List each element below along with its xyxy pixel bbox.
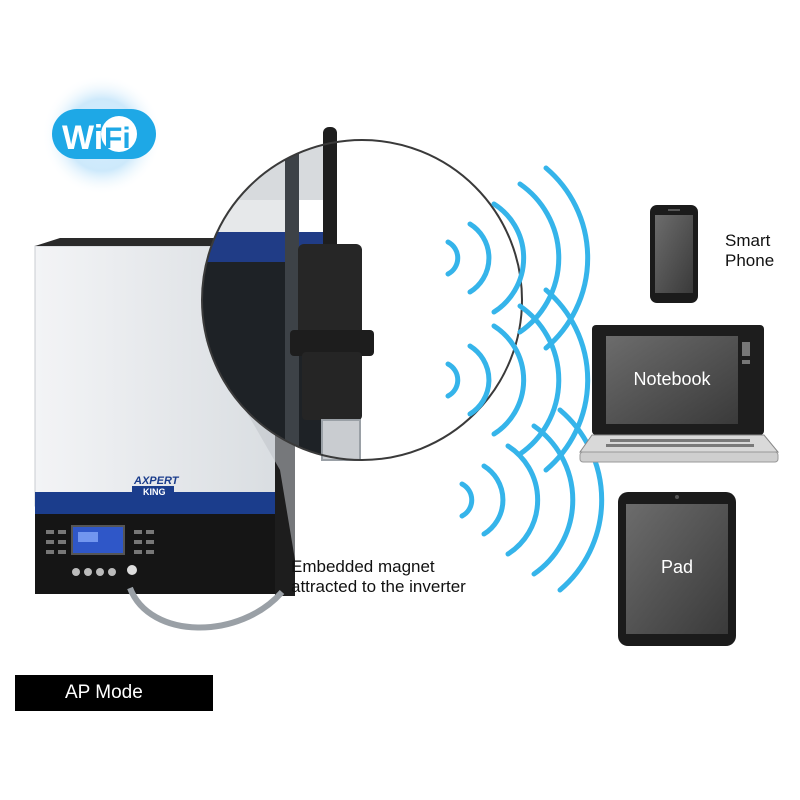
inverter-blue-band xyxy=(35,492,280,514)
antenna xyxy=(323,127,337,251)
tablet-icon xyxy=(618,492,736,646)
serial-connector xyxy=(321,419,361,461)
brand-logo-top: AXPERT xyxy=(133,475,180,487)
brand-logo-bottom: KING xyxy=(143,487,166,497)
wifi-signal-arcs xyxy=(445,165,605,593)
magnet-note-line1: Embedded magnet xyxy=(291,557,435,576)
control-buttons xyxy=(72,565,137,576)
smart-phone-label-line2: Phone xyxy=(725,251,775,270)
smart-phone-label-line1: Smart xyxy=(725,231,771,250)
data-cable xyxy=(127,586,285,631)
pad-label: Pad xyxy=(660,557,694,577)
smartphone-icon xyxy=(650,205,698,303)
status-indicators xyxy=(46,530,154,554)
brand-logo: AXPERT KING xyxy=(132,475,180,497)
wifi-dongle xyxy=(298,244,362,340)
notebook-label: Notebook xyxy=(633,369,711,389)
wifi-badge-wi: Wi xyxy=(62,119,103,157)
wifi-badge: Wi Fi xyxy=(42,75,162,195)
ap-mode-label: AP Mode xyxy=(15,675,213,711)
notebook-icon xyxy=(579,325,780,463)
wifi-badge-fi: Fi xyxy=(104,122,131,155)
magnet-note-line2: attracted to the inverter xyxy=(291,577,466,596)
